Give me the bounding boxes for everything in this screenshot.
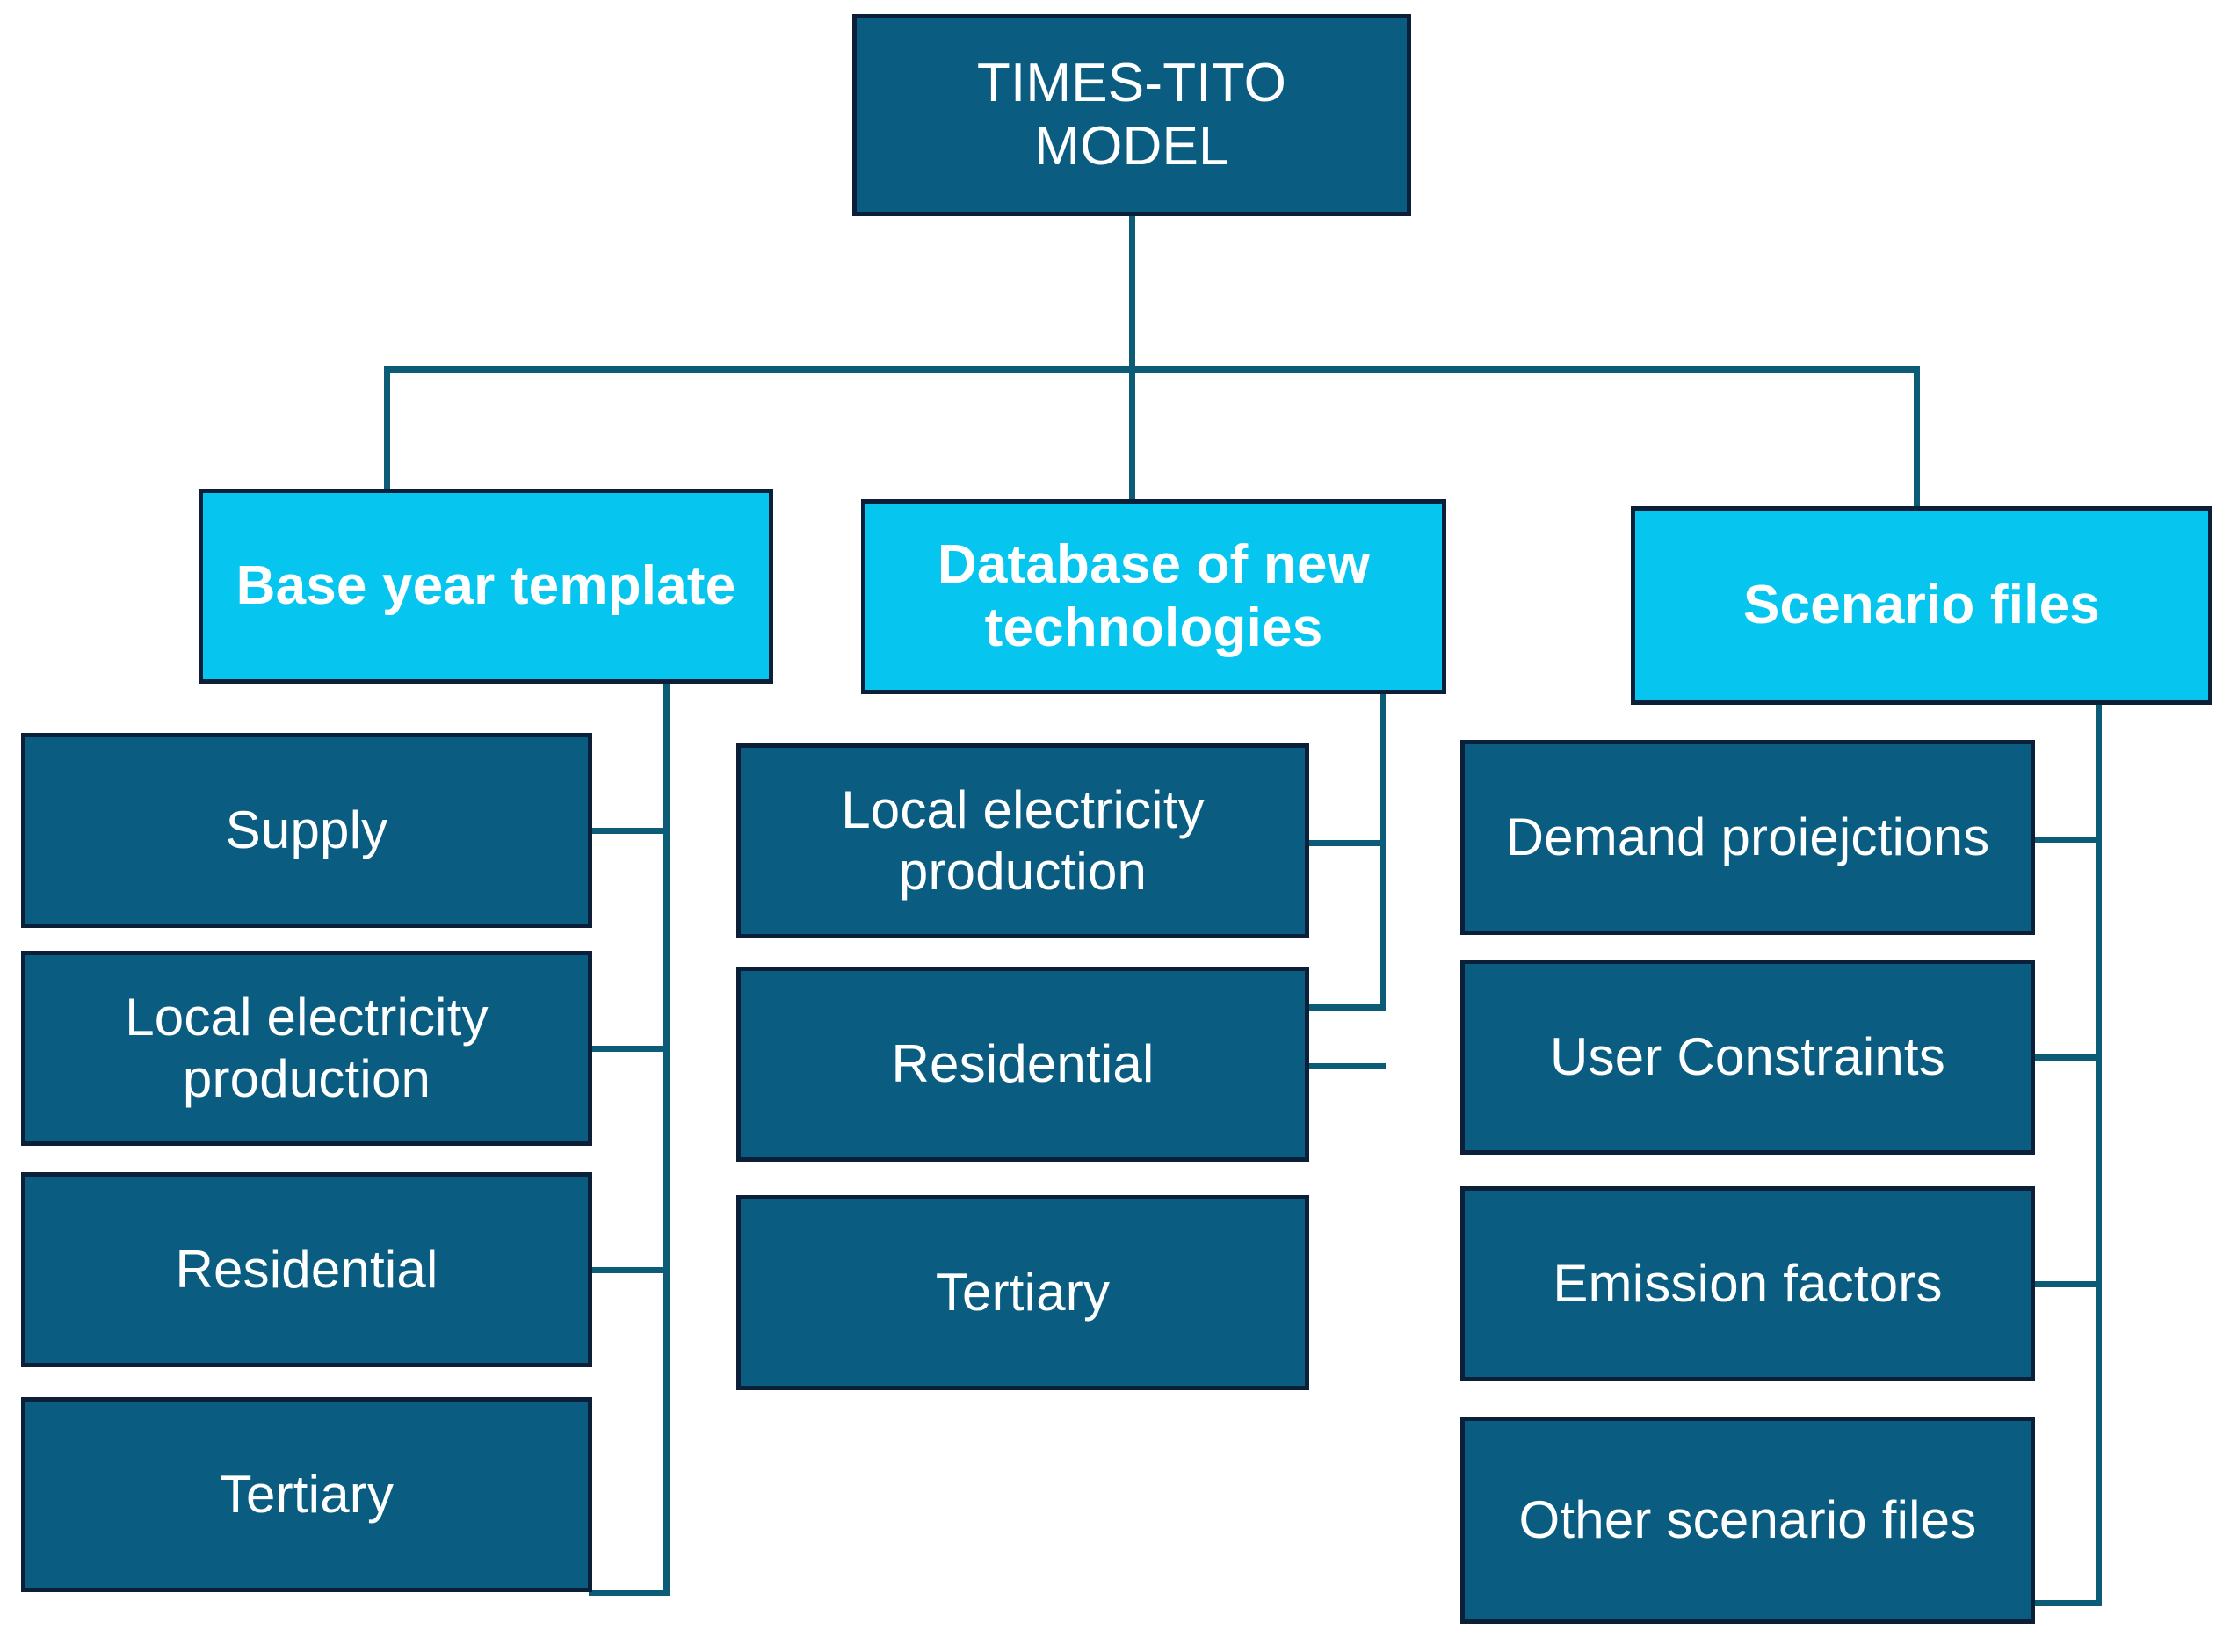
node-leaf-supply[interactable]: Supply (21, 733, 592, 928)
node-root-label: TIMES-TITO MODEL (976, 53, 1287, 177)
connector-stub-0-3 (589, 1590, 670, 1596)
node-leaf-emission-factors[interactable]: Emission factors (1460, 1186, 2035, 1381)
node-leaf-2-1-label: User Constraints (1549, 1027, 1945, 1087)
node-category-base-year-template[interactable]: Base year template (199, 489, 773, 684)
node-category-0-label: Base year template (235, 555, 736, 617)
connector-stub-2-0 (2031, 837, 2102, 843)
connector-stub-1-1 (1306, 1063, 1386, 1069)
connector-stub-2-3 (2031, 1600, 2102, 1606)
node-leaf-user-constraints[interactable]: User Constraints (1460, 960, 2035, 1155)
connector-stub-0-0 (589, 828, 670, 834)
node-leaf-2-0-label: Demand proiejctions (1505, 808, 1990, 867)
node-leaf-local-electricity-production-base[interactable]: Local electricity production (21, 951, 592, 1146)
node-leaf-residential-base[interactable]: Residential (21, 1172, 592, 1367)
node-leaf-demand-projections[interactable]: Demand proiejctions (1460, 740, 2035, 935)
connector-horizontal-bus (384, 366, 1920, 373)
connector-drop-category-1 (1129, 366, 1135, 504)
node-leaf-0-0-label: Supply (225, 801, 388, 860)
connector-stub-2-1 (2031, 1054, 2102, 1061)
node-leaf-2-2-label: Emission factors (1553, 1254, 1943, 1314)
node-leaf-other-scenario-files[interactable]: Other scenario files (1460, 1417, 2035, 1624)
node-leaf-1-1-label: Residential (891, 1034, 1155, 1094)
node-category-scenario-files[interactable]: Scenario files (1631, 506, 2212, 705)
node-leaf-local-electricity-production-db[interactable]: Local electricity production (736, 743, 1309, 938)
node-category-database-of-new-technologies[interactable]: Database of new technologies (861, 499, 1446, 694)
connector-drop-category-2 (1914, 366, 1920, 511)
connector-root-stem (1129, 216, 1135, 371)
connector-spine-column-2 (2096, 701, 2102, 1606)
node-category-1-label: Database of new technologies (937, 534, 1371, 658)
node-leaf-residential-db[interactable]: Residential (736, 967, 1309, 1162)
node-leaf-0-1-label: Local electricity production (125, 988, 489, 1108)
node-leaf-tertiary-db[interactable]: Tertiary (736, 1195, 1309, 1390)
node-leaf-0-3-label: Tertiary (219, 1465, 395, 1525)
node-leaf-1-2-label: Tertiary (935, 1263, 1111, 1322)
connector-stub-1-2 (1306, 1004, 1386, 1011)
connector-drop-category-0 (384, 366, 390, 493)
connector-stub-1-0 (1306, 840, 1386, 846)
node-leaf-2-3-label: Other scenario files (1518, 1490, 1977, 1550)
connector-spine-column-0 (663, 682, 670, 1596)
node-leaf-tertiary-base[interactable]: Tertiary (21, 1397, 592, 1592)
connector-stub-0-1 (589, 1046, 670, 1052)
connector-stub-2-2 (2031, 1281, 2102, 1287)
connector-spine-column-1 (1380, 692, 1386, 1011)
node-leaf-0-2-label: Residential (175, 1240, 438, 1300)
node-category-2-label: Scenario files (1743, 575, 2100, 636)
node-root[interactable]: TIMES-TITO MODEL (852, 14, 1411, 216)
node-leaf-1-0-label: Local electricity production (841, 780, 1205, 901)
connector-stub-0-2 (589, 1267, 670, 1273)
